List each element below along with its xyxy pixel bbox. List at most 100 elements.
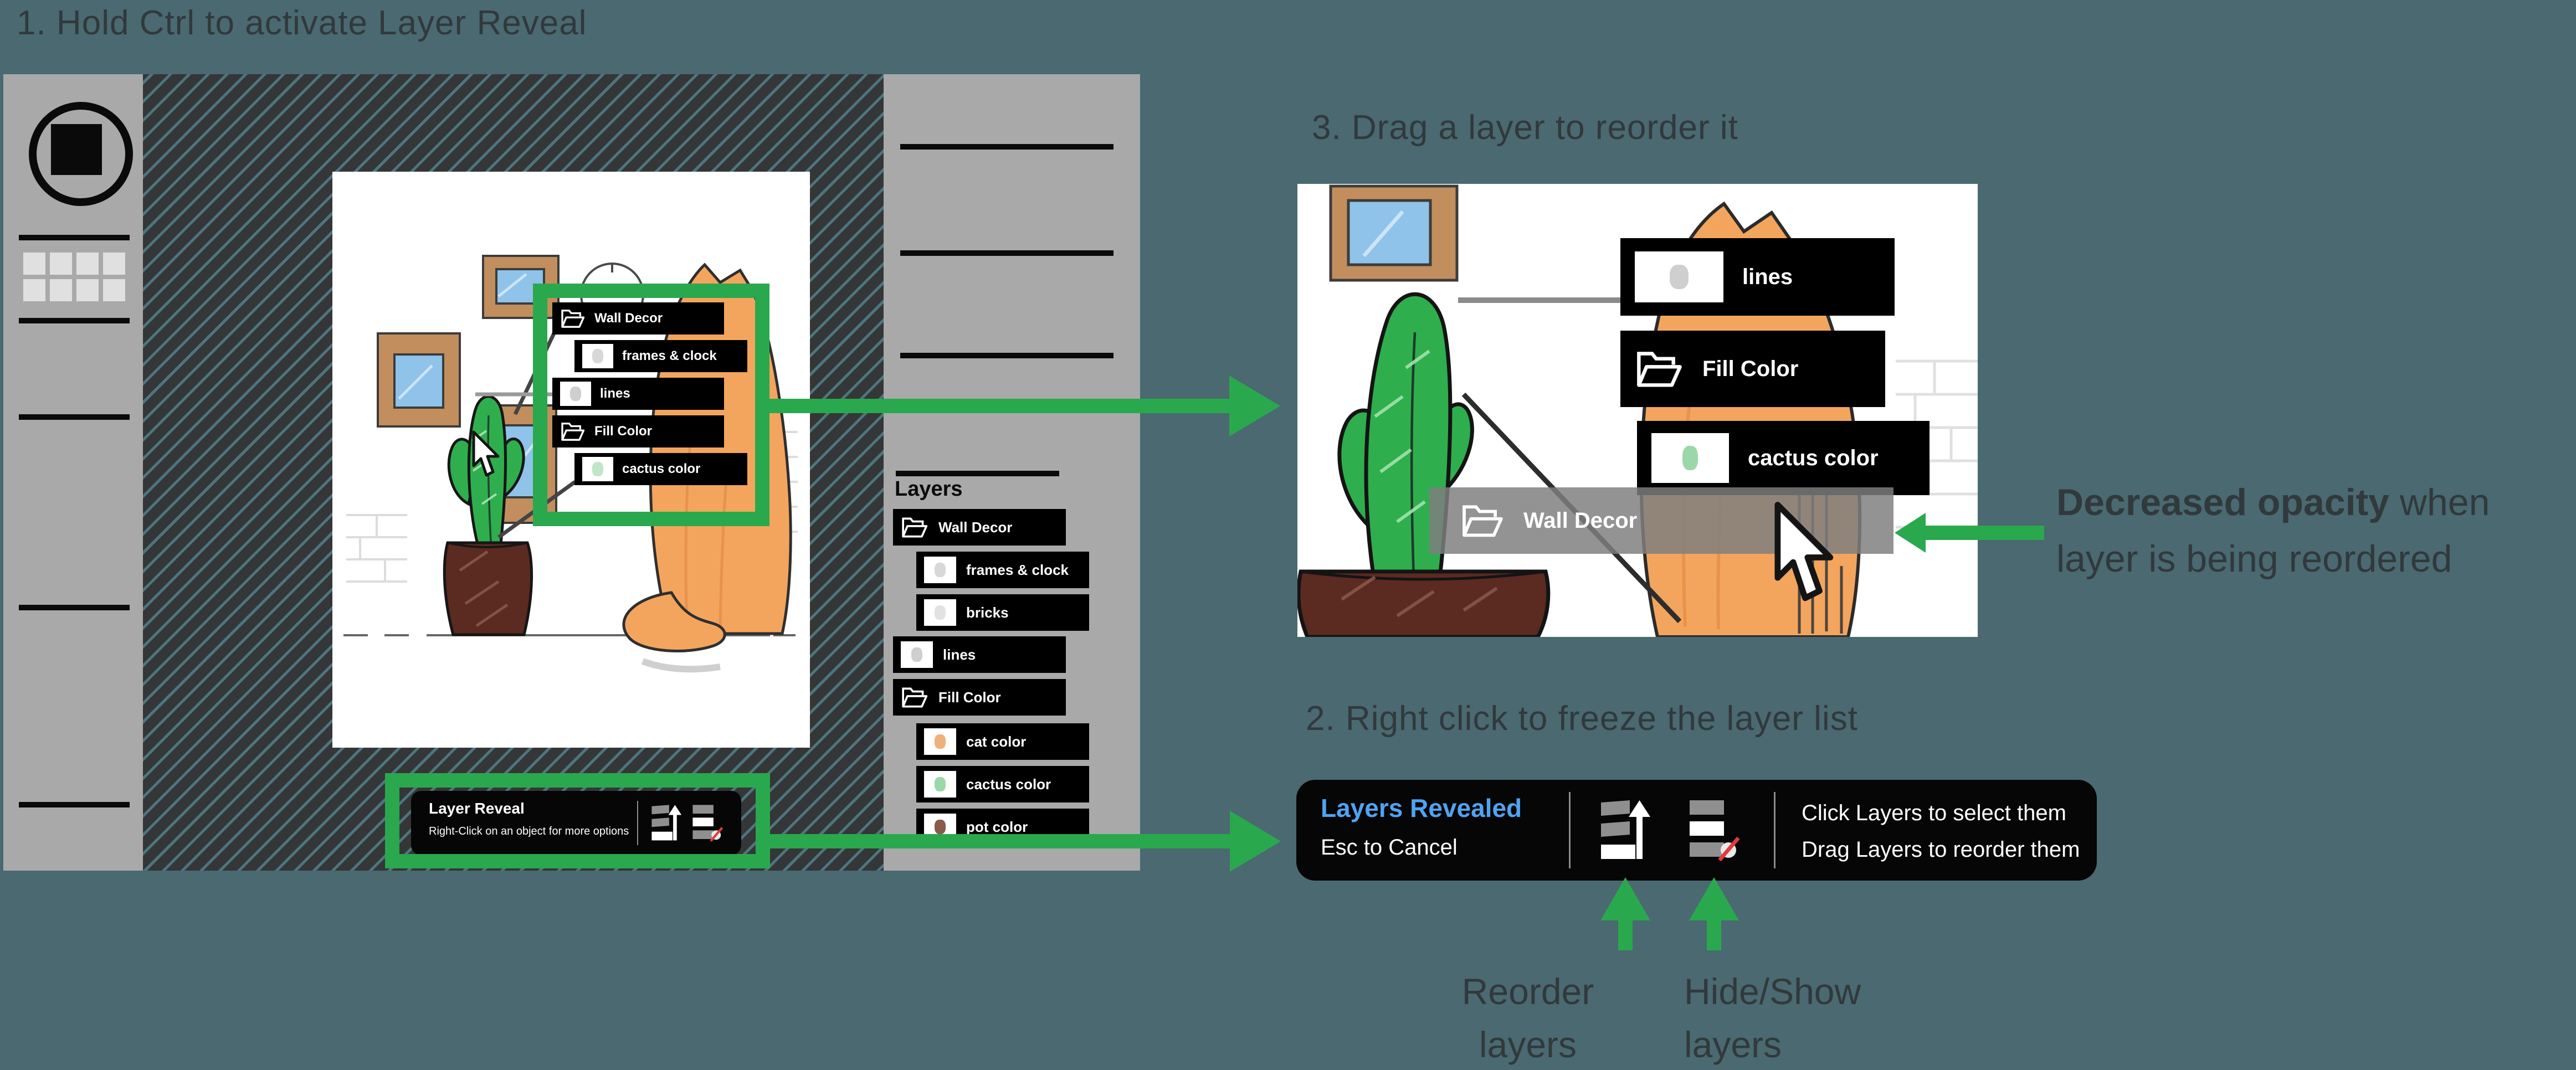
reorder-layers-icon[interactable] [1599, 798, 1652, 863]
hud-subtitle: Right-Click on an object for more option… [429, 825, 629, 837]
canvas-layer-label[interactable]: lines [552, 378, 724, 410]
canvas-layer-label[interactable]: Wall Decor [552, 302, 724, 335]
green-arrow-hideshow-head [1689, 877, 1739, 920]
hud-title: Layer Reveal [429, 800, 525, 817]
layer-thumbnail [924, 599, 956, 626]
bar-hint2: Drag Layers to reorder them [1802, 837, 2080, 862]
left-toolbar [3, 74, 143, 871]
layer-thumbnail [1635, 251, 1723, 302]
bar-hint1: Click Layers to select them [1802, 801, 2066, 825]
hide-show-label-line1: Hide/Show [1684, 971, 1861, 1012]
layer-label: cactus color [966, 775, 1051, 793]
layers-panel-title: Layers [895, 477, 963, 501]
layer-label: cactus color [622, 461, 701, 476]
open-folder-icon [901, 686, 928, 709]
drawing-canvas[interactable]: Wall Decor frames & clock lines Fill Col… [332, 172, 810, 748]
layer-label: frames & clock [622, 348, 717, 363]
layer-label: Wall Decor [594, 311, 663, 326]
layer-thumbnail [924, 557, 956, 583]
green-arrow-hideshow-stem [1707, 919, 1721, 950]
layers-panel-row[interactable]: bricks [916, 594, 1089, 631]
step3-heading: 3. Drag a layer to reorder it [1312, 109, 1738, 147]
toolbar-divider [19, 802, 130, 807]
layer-label: cat color [966, 733, 1027, 750]
green-arrow-2-head [1230, 811, 1281, 872]
color-grid-icon[interactable] [23, 253, 125, 301]
layer-label: frames & clock [966, 561, 1069, 578]
hide-show-label: Hide/Show layers [1684, 965, 1944, 1070]
layer-label: Fill Color [1702, 356, 1799, 381]
layer-thumbnail [924, 771, 956, 798]
layer-label: bricks [966, 604, 1009, 621]
cursor-arrow-icon [471, 430, 505, 479]
layer-thumbnail [582, 344, 613, 368]
layers-panel-row[interactable]: Fill Color [893, 679, 1066, 716]
opacity-note-bold: Decreased opacity [2056, 481, 2389, 523]
layer-label: Fill Color [594, 424, 652, 439]
toolbar-divider [19, 235, 130, 240]
bar-divider [1774, 792, 1776, 868]
layer-label: lines [943, 646, 976, 663]
layer-label: lines [1742, 264, 1793, 289]
layer-reveal-hud: Layer Reveal Right-Click on an object fo… [411, 791, 741, 855]
green-arrow-reorder-head [1600, 877, 1650, 920]
panel-divider [900, 144, 1113, 150]
reorder-label: Reorder layers [1417, 965, 1639, 1070]
drag-layer-label[interactable]: lines [1620, 238, 1895, 316]
layer-label: lines [600, 386, 630, 401]
highlight-box-hud [385, 773, 770, 868]
layers-panel-row[interactable]: Wall Decor [893, 509, 1066, 546]
green-arrow-reorder-stem [1618, 919, 1633, 950]
highlight-box-canvas-labels [533, 284, 769, 526]
green-arrow-3-stem [1926, 526, 2044, 540]
green-arrow-3-head [1895, 513, 1926, 553]
open-folder-icon [1635, 348, 1684, 389]
layer-label: pot color [966, 818, 1028, 835]
layers-panel-row[interactable]: cactus color [916, 766, 1089, 802]
layer-thumbnail [924, 728, 956, 755]
opacity-note: Decreased opacity when layer is being re… [2056, 474, 2576, 587]
opacity-note-rest: when [2389, 481, 2490, 523]
reorder-label-line2: layers [1479, 1024, 1577, 1065]
toolbar-divider [19, 318, 130, 323]
canvas-layer-label[interactable]: cactus color [574, 453, 747, 485]
layers-panel: Layers Wall Decor frames & clock bricks … [884, 74, 1140, 871]
layers-panel-row[interactable]: cat color [916, 723, 1089, 760]
toolbar-divider [19, 414, 130, 420]
hide-show-label-line2: layers [1684, 1024, 1782, 1065]
layer-thumbnail [582, 457, 613, 481]
layers-panel-row[interactable]: lines [893, 636, 1066, 673]
active-tool-square-icon [51, 124, 102, 175]
panel-divider [896, 471, 1059, 476]
bar-subtitle: Esc to Cancel [1321, 835, 1458, 860]
step1-heading: 1. Hold Ctrl to activate Layer Reveal [17, 4, 587, 42]
open-folder-icon [1460, 502, 1505, 539]
reorder-screenshot: lines Fill Color cactus color Wall Decor [1297, 184, 1978, 637]
reorder-label-line1: Reorder [1461, 971, 1594, 1012]
drag-layer-label[interactable]: cactus color [1637, 421, 1930, 495]
app-screenshot: Wall Decor frames & clock lines Fill Col… [3, 74, 1140, 871]
canvas-layer-label[interactable]: Fill Color [552, 415, 724, 447]
green-arrow-1-head [1229, 375, 1280, 436]
hud-divider [637, 801, 638, 845]
hide-show-layers-icon[interactable] [1687, 798, 1741, 863]
canvas-layer-label[interactable]: frames & clock [574, 340, 747, 372]
layer-thumbnail [1651, 433, 1729, 483]
drag-layer-label[interactable]: Fill Color [1620, 331, 1885, 407]
layers-panel-row[interactable]: frames & clock [916, 552, 1089, 588]
cursor-arrow-icon [1767, 501, 1850, 606]
green-arrow-1-stem [769, 399, 1229, 413]
layer-label: cactus color [1748, 445, 1879, 470]
step2-heading: 2. Right click to freeze the layer list [1306, 699, 1858, 738]
layer-label: Fill Color [938, 688, 1001, 706]
active-tool-ring-icon[interactable] [29, 102, 133, 206]
open-folder-icon [901, 516, 928, 539]
green-arrow-2-stem [770, 834, 1230, 848]
layer-thumbnail [901, 641, 933, 668]
opacity-note-line2: layer is being reordered [2056, 538, 2452, 580]
layer-label: Wall Decor [938, 518, 1013, 536]
layers-revealed-bar: Layers Revealed Esc to Cancel Click Laye… [1296, 780, 2097, 881]
layer-label: Wall Decor [1523, 508, 1638, 533]
layer-thumbnail [560, 382, 591, 406]
